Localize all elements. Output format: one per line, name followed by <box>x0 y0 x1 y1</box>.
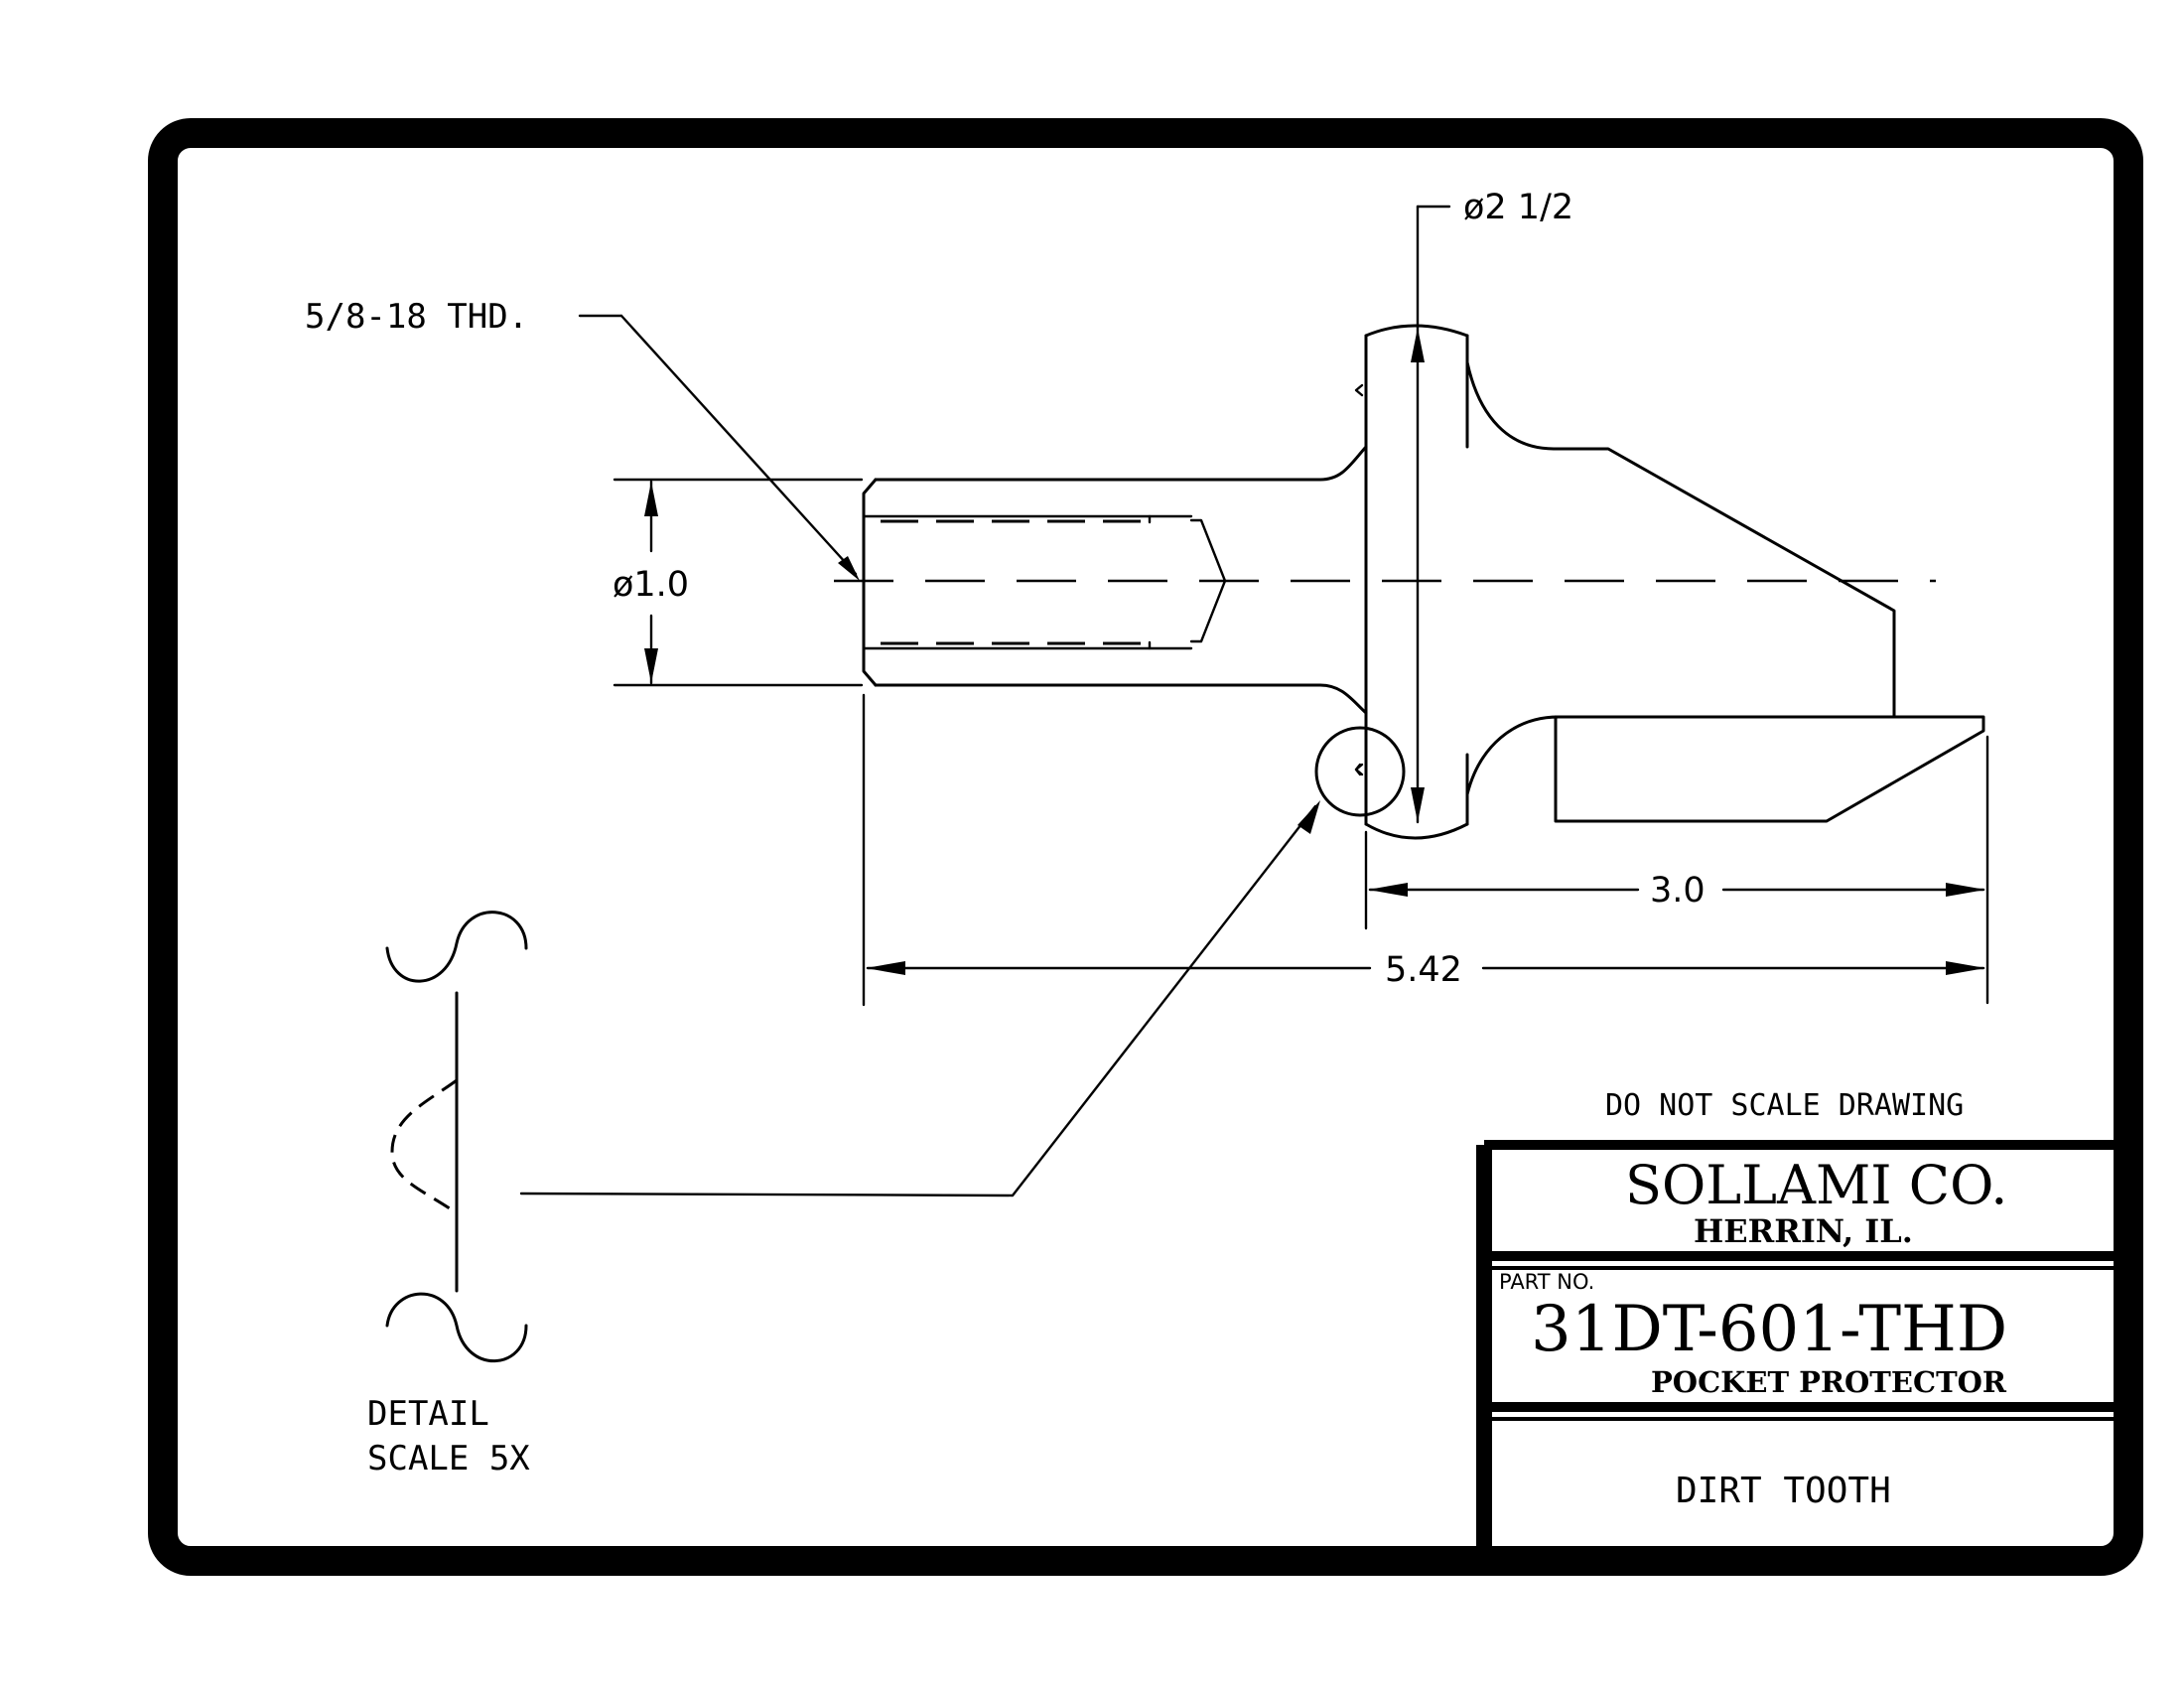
tip-length-dimension <box>1364 735 1989 1005</box>
overall-length-dimension <box>862 693 1985 1007</box>
shank-diameter-text: ø1.0 <box>613 565 689 605</box>
part-number: 31DT-601-THD <box>1531 1293 2007 1366</box>
shank-diameter-dimension <box>613 478 864 687</box>
title-block <box>1476 1140 2128 1561</box>
thread-callout-text: 5/8-18 THD. <box>305 297 528 337</box>
part-description: POCKET PROTECTOR <box>1651 1365 2007 1399</box>
flange-head <box>1354 324 1469 840</box>
scale-note: DO NOT SCALE DRAWING <box>1605 1088 1964 1123</box>
drawing-border <box>148 118 2143 1576</box>
head-diameter-text: ø2 1/2 <box>1463 188 1573 227</box>
detail-label-line2: SCALE 5X <box>367 1439 530 1478</box>
part-no-label: PART NO. <box>1499 1270 1594 1294</box>
hidden-threaded-bore <box>881 514 1227 650</box>
thread-callout-leader <box>578 314 860 581</box>
drawing-title: DIRT TOOTH <box>1676 1471 1891 1511</box>
head-diameter-dimension <box>1411 205 1451 824</box>
company-location: HERRIN, IL. <box>1694 1212 1913 1250</box>
detail-callout-circle <box>1314 726 1406 817</box>
detail-leader <box>519 800 1320 1197</box>
company-name: SOLLAMI CO. <box>1625 1154 2007 1216</box>
detail-label-line1: DETAIL <box>367 1394 489 1434</box>
tip-length-text: 3.0 <box>1650 871 1706 911</box>
detail-view <box>385 911 528 1363</box>
overall-length-text: 5.42 <box>1385 950 1462 990</box>
tool-body <box>1465 360 1985 823</box>
threaded-shank <box>862 445 1368 715</box>
